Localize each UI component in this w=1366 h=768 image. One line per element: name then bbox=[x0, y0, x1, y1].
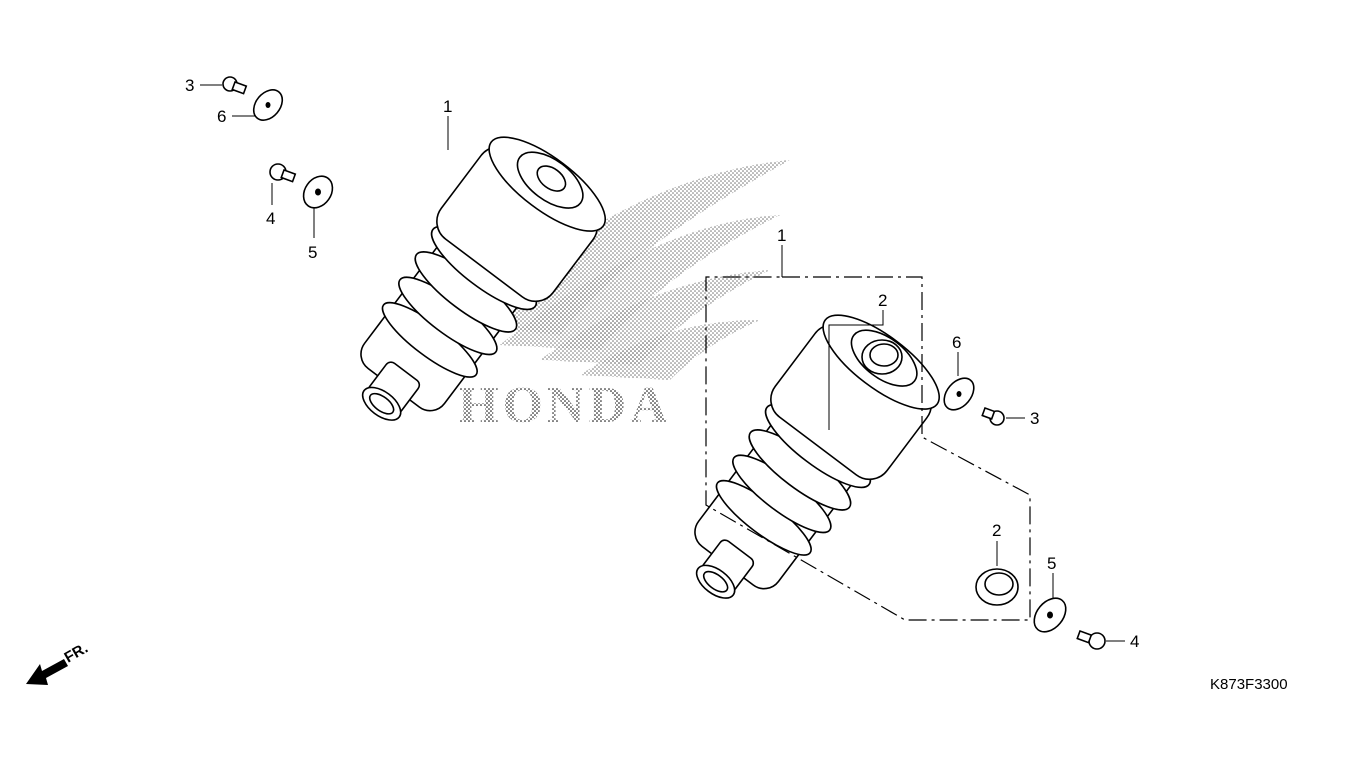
bushing-upper bbox=[861, 339, 903, 375]
shock-absorber-left bbox=[360, 136, 607, 421]
diagram-code: K873F3300 bbox=[1210, 676, 1288, 693]
bolt-3-right bbox=[981, 406, 1005, 426]
callout-5-right: 5 bbox=[1047, 554, 1056, 573]
washer-6-left bbox=[252, 89, 284, 121]
callout-1-right: 1 bbox=[777, 226, 786, 245]
callout-6-right: 6 bbox=[952, 333, 961, 352]
bushing-lower bbox=[975, 568, 1019, 606]
washer-6-right bbox=[943, 377, 975, 411]
washer-5-left bbox=[302, 175, 334, 209]
callout-2-upper: 2 bbox=[878, 291, 887, 310]
honda-watermark-text: HONDA bbox=[458, 377, 672, 434]
washer-5-right bbox=[1033, 597, 1067, 633]
callout-6-left: 6 bbox=[217, 107, 226, 126]
callout-2-lower: 2 bbox=[992, 521, 1001, 540]
callout-5-left: 5 bbox=[308, 243, 317, 262]
assembly-boundary bbox=[705, 276, 1031, 621]
front-arrow-icon bbox=[26, 659, 68, 685]
callout-3-right: 3 bbox=[1030, 409, 1039, 428]
bolt-4-left bbox=[269, 163, 297, 183]
callout-4-right: 4 bbox=[1130, 632, 1139, 651]
bolt-4-right bbox=[1076, 629, 1106, 650]
callout-3-left: 3 bbox=[185, 76, 194, 95]
callout-4-left: 4 bbox=[266, 209, 275, 228]
leader-lines bbox=[200, 84, 1125, 642]
bolt-3-left bbox=[222, 76, 248, 95]
callout-1-left: 1 bbox=[443, 97, 452, 116]
